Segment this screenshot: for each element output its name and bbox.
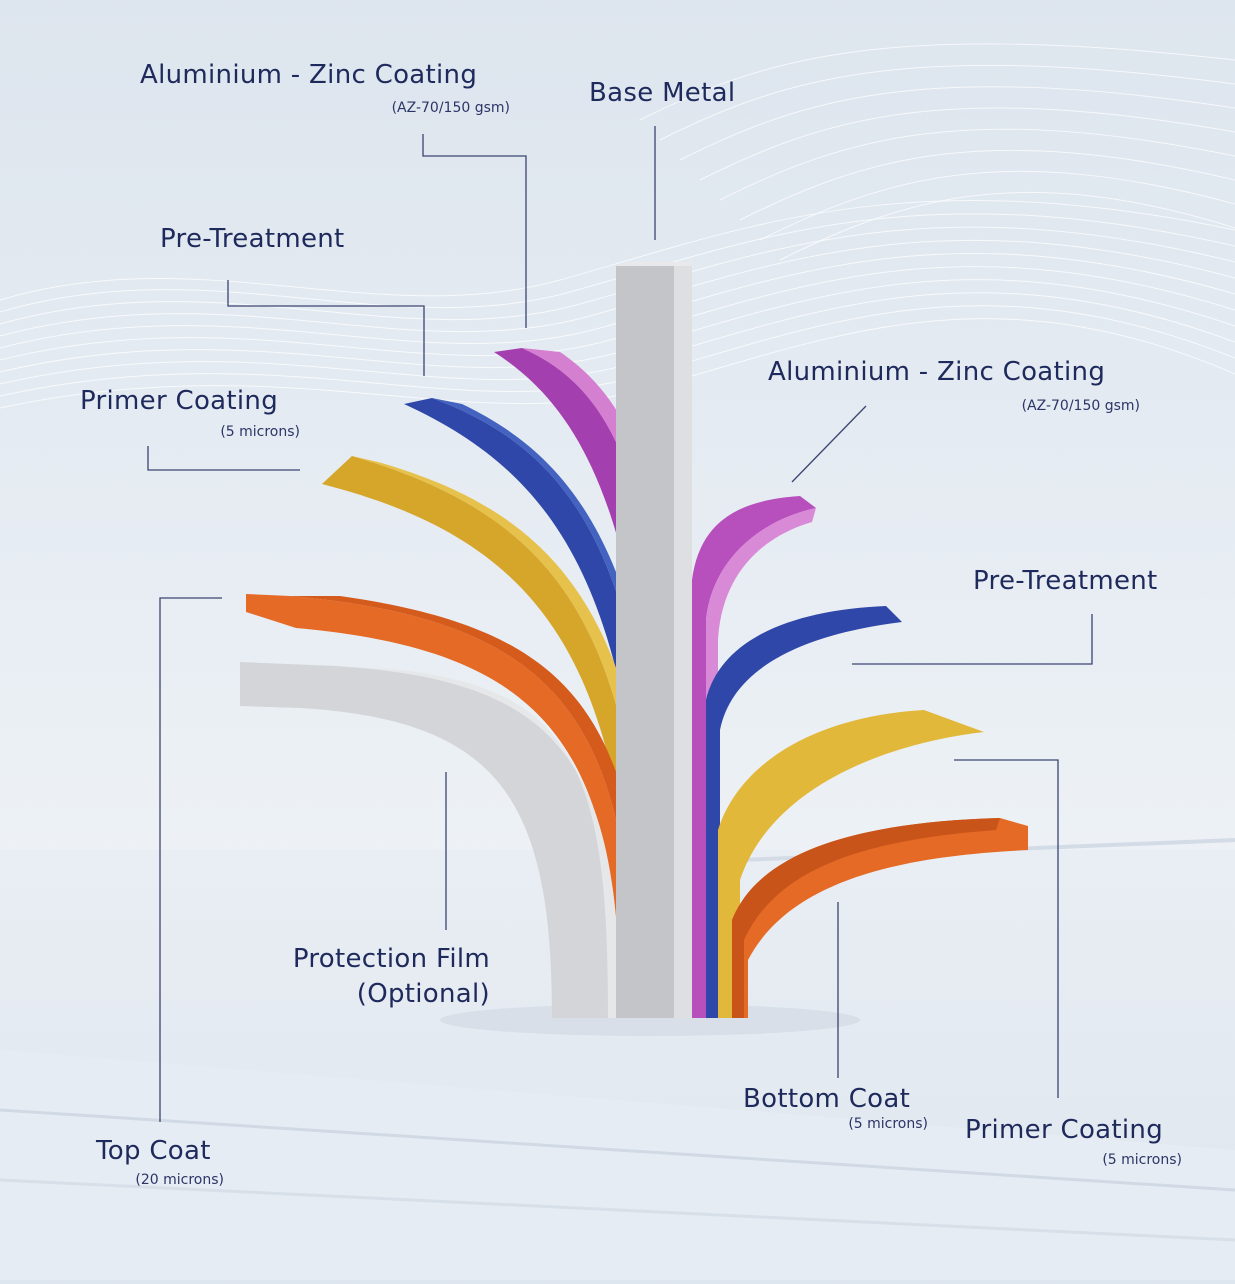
- leader-top-coat: [159, 597, 222, 1122]
- right-strips: [692, 496, 1028, 1018]
- label-az-coating-left-sub: (AZ-70/150 gsm): [391, 100, 510, 116]
- strip-film-left: [240, 662, 620, 1018]
- leader-lines: [147, 126, 1093, 1122]
- leader-primer-left: [147, 446, 300, 471]
- label-primer-coating-right: Primer Coating: [965, 1115, 1164, 1145]
- strip-bottom-coat-right-face: [732, 818, 1000, 1018]
- label-az-coating-right-sub: (AZ-70/150 gsm): [1021, 398, 1140, 414]
- leader-az-left: [422, 134, 527, 328]
- leader-pre-left: [227, 280, 425, 376]
- leader-primer-right: [954, 759, 1059, 1098]
- strip-top-coat-left: [246, 594, 634, 1018]
- background-floor: [0, 838, 1235, 1280]
- leader-az-right: [791, 405, 867, 483]
- label-primer-coating-left: Primer Coating: [80, 386, 279, 416]
- base-metal-bar: [616, 262, 692, 1018]
- strip-primer-left: [322, 456, 648, 1018]
- background-wave-lines: [0, 43, 1235, 409]
- label-az-coating-left: Aluminium - Zinc Coating: [140, 60, 478, 90]
- strip-primer-right: [718, 710, 984, 1018]
- label-top-coat-sub: (20 microns): [135, 1172, 224, 1188]
- label-bottom-coat: Bottom Coat: [743, 1084, 911, 1114]
- label-pre-treatment-right: Pre-Treatment: [973, 566, 1158, 596]
- leader-pre-right: [852, 614, 1093, 665]
- label-pre-treatment-left: Pre-Treatment: [160, 224, 345, 254]
- label-base-metal: Base Metal: [589, 78, 736, 108]
- label-az-coating-right: Aluminium - Zinc Coating: [768, 357, 1106, 387]
- label-primer-coating-left-sub: (5 microns): [220, 424, 300, 440]
- label-primer-coating-right-sub: (5 microns): [1102, 1152, 1182, 1168]
- strip-pre-treatment-left: [404, 398, 662, 1018]
- label-protection-film: Protection Film: [292, 944, 490, 974]
- label-protection-film-optional: (Optional): [356, 979, 490, 1009]
- label-bottom-coat-sub: (5 microns): [848, 1116, 928, 1132]
- strip-az-coating-right: [692, 496, 816, 1018]
- label-top-coat: Top Coat: [96, 1136, 211, 1166]
